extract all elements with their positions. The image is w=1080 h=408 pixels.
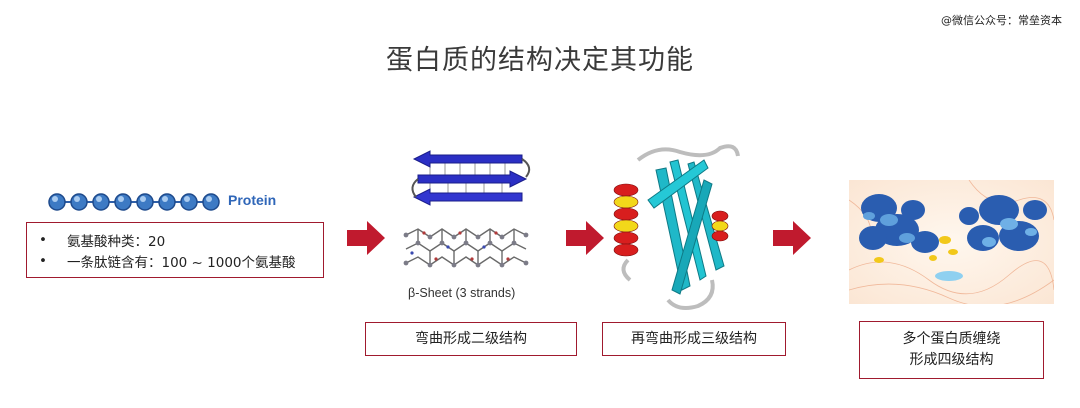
- label-line-1: 多个蛋白质缠绕: [902, 331, 1001, 347]
- protein-label: Protein: [228, 192, 277, 208]
- amino-acid-bead: [48, 193, 66, 211]
- label-line-2: 形成四级结构: [909, 352, 994, 368]
- arrow-right-icon: [347, 221, 385, 255]
- label-text: 再弯曲形成三级结构: [631, 330, 757, 347]
- amino-acid-bead: [70, 193, 88, 211]
- amino-acid-bead: [180, 193, 198, 211]
- label-text: 弯曲形成二级结构: [415, 330, 527, 347]
- secondary-structure-label: 弯曲形成二级结构: [365, 322, 577, 356]
- amino-acid-chain-icon: [48, 193, 220, 211]
- bullet: •: [39, 231, 47, 248]
- bead-highlight: [162, 196, 168, 202]
- fact-text: 氨基酸种类：20: [67, 233, 166, 250]
- amino-acid-bead: [92, 193, 110, 211]
- beta-sheet-icon: [403, 150, 531, 268]
- quaternary-structure-icon: [849, 180, 1054, 304]
- fact-row: • 氨基酸种类：20: [35, 229, 315, 250]
- quaternary-structure-label: 多个蛋白质缠绕 形成四级结构: [859, 321, 1044, 379]
- bullet: •: [39, 252, 47, 269]
- bead-highlight: [96, 196, 102, 202]
- amino-acid-bead: [158, 193, 176, 211]
- amino-acid-bead: [114, 193, 132, 211]
- arrow-right-icon: [566, 221, 604, 255]
- fact-text: 一条肽链含有：100 ~ 1000个氨基酸: [67, 254, 296, 271]
- amino-acid-bead: [202, 193, 220, 211]
- amino-acid-facts: • 氨基酸种类：20 • 一条肽链含有：100 ~ 1000个氨基酸: [26, 222, 324, 278]
- bead-highlight: [184, 196, 190, 202]
- bead-highlight: [140, 196, 146, 202]
- bead-highlight: [206, 196, 212, 202]
- page-title: 蛋白质的结构决定其功能: [386, 45, 694, 76]
- tertiary-structure-icon: [613, 144, 740, 310]
- bead-highlight: [52, 196, 58, 202]
- beta-sheet-caption: β-Sheet (3 strands): [408, 286, 516, 300]
- tertiary-structure-label: 再弯曲形成三级结构: [602, 322, 786, 356]
- bead-highlight: [74, 196, 80, 202]
- fact-row: • 一条肽链含有：100 ~ 1000个氨基酸: [35, 250, 315, 271]
- bead-highlight: [118, 196, 124, 202]
- arrow-right-icon: [773, 221, 811, 255]
- amino-acid-bead: [136, 193, 154, 211]
- watermark: @微信公众号：常垒资本: [941, 14, 1062, 27]
